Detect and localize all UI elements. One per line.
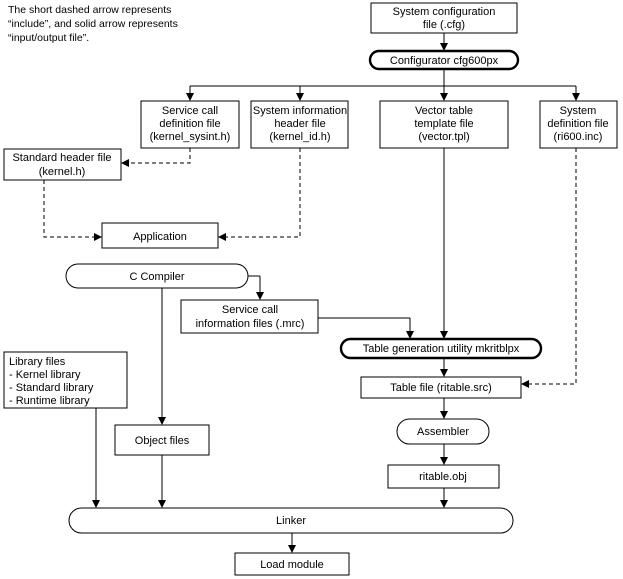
sys-def-label-2: definition file [547, 118, 608, 130]
node-table-generation-utility: Table generation utility mkritblpx [339, 337, 543, 360]
object-files-label: Object files [135, 435, 190, 447]
node-system-configuration-file: System configuration file (.cfg) [370, 2, 518, 34]
legend-note: The short dashed arrow represents “inclu… [8, 4, 178, 44]
linker-label: Linker [276, 515, 306, 527]
node-configurator: Configurator cfg600px [368, 49, 520, 71]
sys-def-label-1: System [560, 105, 597, 117]
node-system-information-header-file: System information header file (kernel_i… [250, 100, 349, 149]
load-module-label: Load module [260, 559, 324, 571]
node-load-module: Load module [234, 552, 350, 576]
ritable-obj-label: ritable.obj [419, 471, 467, 483]
dashed-connectors [43, 148, 577, 385]
solid-connectors [95, 33, 577, 546]
node-service-call-information-files: Service call information files (.mrc) [180, 299, 319, 334]
configurator-label: Configurator cfg600px [390, 55, 499, 67]
node-library-files: Library files - Kernel library - Standar… [3, 351, 128, 409]
application-label: Application [133, 231, 187, 243]
arrowheads [92, 43, 580, 553]
node-application: Application [101, 222, 219, 249]
table-file-label: Table file (ritable.src) [390, 382, 491, 394]
node-ritable-obj: ritable.obj [387, 464, 500, 489]
node-linker: Linker [68, 507, 514, 534]
sys-info-header-label-2: header file [274, 118, 325, 130]
std-header-label-1: Standard header file [12, 152, 111, 164]
vector-tpl-label-1: Vector table [415, 105, 473, 117]
sys-def-label-3: (ri600.inc) [554, 131, 603, 143]
system-configuration-file-label-2: file (.cfg) [423, 19, 465, 31]
node-service-call-definition-file: Service call definition file (kernel_sys… [140, 100, 240, 149]
library-files-label-3: - Standard library [9, 382, 94, 394]
node-vector-table-template-file: Vector table template file (vector.tpl) [379, 100, 509, 149]
vector-tpl-label-2: template file [414, 118, 473, 130]
assembler-label: Assembler [417, 426, 469, 438]
note-line-1: The short dashed arrow represents [8, 4, 171, 16]
node-standard-header-file: Standard header file (kernel.h) [3, 148, 122, 181]
service-call-def-label-3: (kernel_sysint.h) [150, 131, 231, 143]
sys-info-header-label-1: System information [253, 105, 347, 117]
note-line-3: “input/output file”. [8, 32, 89, 44]
service-call-info-label-1: Service call [222, 304, 278, 316]
c-compiler-label: C Compiler [129, 271, 184, 283]
service-call-info-label-2: information files (.mrc) [196, 318, 305, 330]
node-assembler: Assembler [396, 418, 490, 445]
vector-tpl-label-3: (vector.tpl) [418, 131, 469, 143]
node-object-files: Object files [114, 424, 210, 456]
library-files-label-4: - Runtime library [9, 395, 90, 407]
service-call-def-label-1: Service call [162, 105, 218, 117]
library-files-label-2: - Kernel library [9, 369, 81, 381]
library-files-label-1: Library files [9, 356, 66, 368]
table-gen-label: Table generation utility mkritblpx [363, 343, 520, 355]
std-header-label-2: (kernel.h) [39, 166, 85, 178]
node-system-definition-file: System definition file (ri600.inc) [539, 100, 618, 149]
system-configuration-file-label-1: System configuration [393, 6, 496, 18]
note-line-2: “include”, and solid arrow represents [8, 18, 178, 30]
sys-info-header-label-3: (kernel_id.h) [269, 131, 330, 143]
service-call-def-label-2: definition file [159, 118, 220, 130]
node-c-compiler: C Compiler [65, 263, 249, 289]
node-table-file: Table file (ritable.src) [360, 376, 522, 399]
